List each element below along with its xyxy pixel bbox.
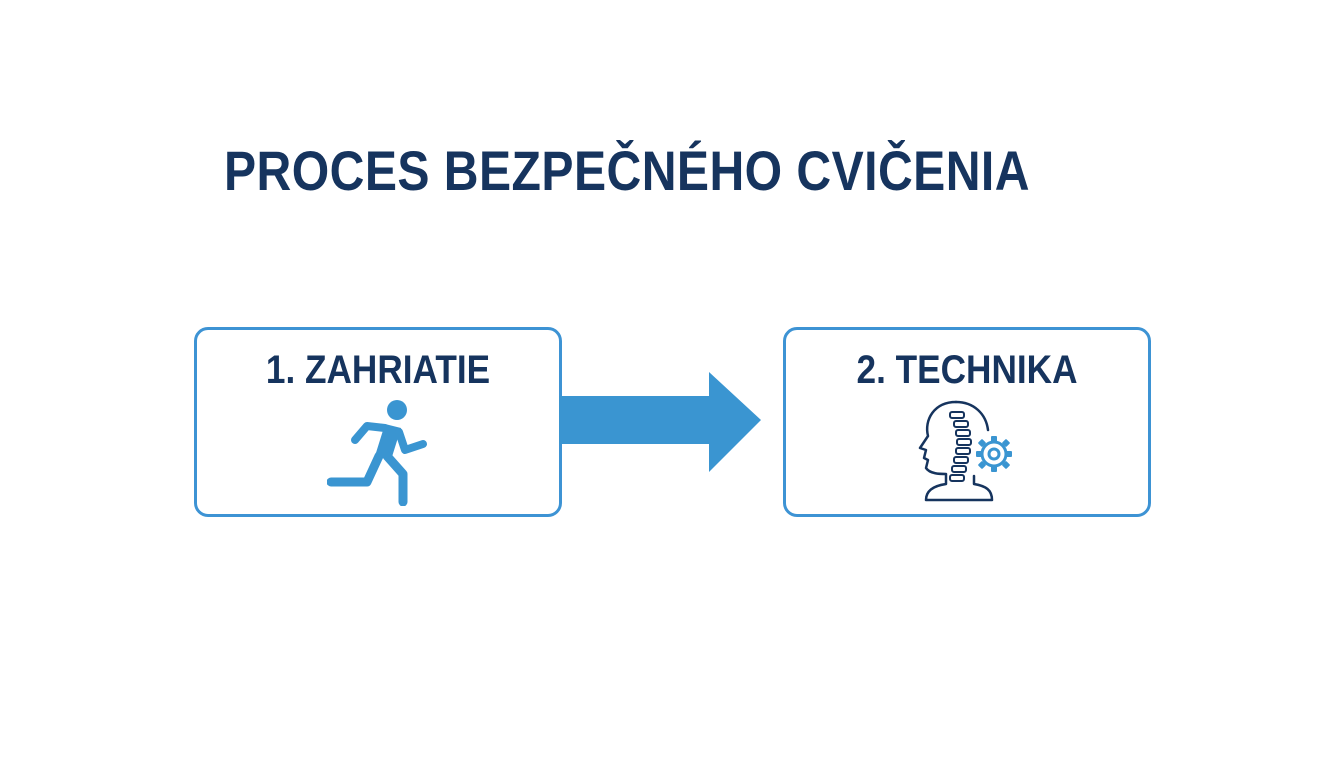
running-person-icon — [327, 400, 427, 506]
step-box-technique: 2. TECHNIKA — [783, 327, 1151, 517]
diagram-title: PROCES BEZPEČNÉHO CVIČENIA — [224, 139, 1030, 202]
step-label-warmup: 1. ZAHRIATIE — [265, 348, 491, 392]
step-box-warmup: 1. ZAHRIATIE — [194, 327, 562, 517]
step-label-technique: 2. TECHNIKA — [856, 348, 1078, 392]
head-spine-gear-icon — [918, 400, 1012, 502]
arrow-right-icon — [559, 372, 761, 472]
